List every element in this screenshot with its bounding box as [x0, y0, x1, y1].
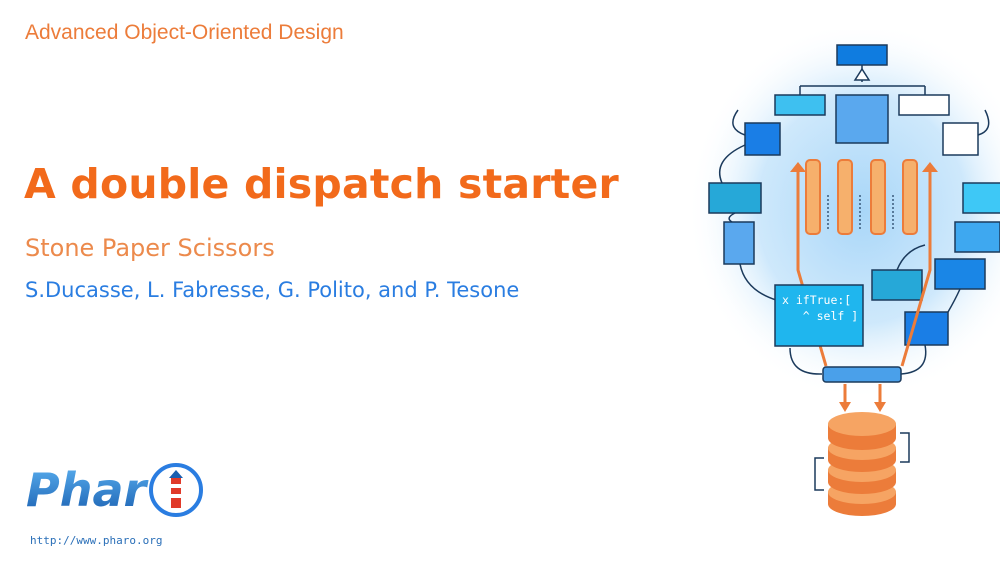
course-title: Advanced Object-Oriented Design — [25, 21, 344, 44]
logo-text: Phar — [26, 463, 150, 517]
slide-authors: S.Ducasse, L. Fabresse, G. Polito, and P… — [25, 278, 520, 302]
slide-title: A double dispatch starter — [24, 160, 619, 208]
lighthouse-icon — [149, 463, 203, 517]
lightbulb-diagram-icon — [690, 30, 1000, 516]
pharo-logo-icon: Phar — [26, 463, 203, 517]
database-icon — [814, 412, 910, 516]
slide-subtitle: Stone Paper Scissors — [25, 234, 275, 262]
url-link[interactable]: http://www.pharo.org — [30, 534, 163, 547]
code-snippet: x ifTrue:[ ^ self ] — [782, 293, 859, 323]
